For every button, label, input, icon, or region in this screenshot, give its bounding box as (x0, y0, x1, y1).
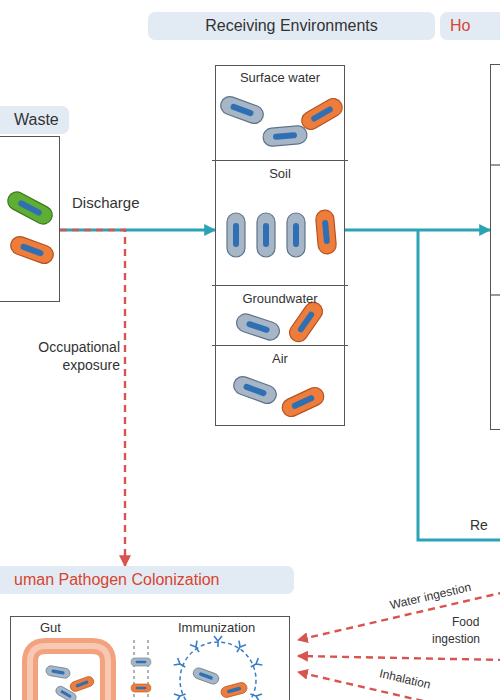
route-label: Food (452, 615, 479, 629)
section-label: Surface water (212, 65, 348, 86)
header-pill: Ho (440, 12, 500, 40)
header-text: uman Pathogen Colonization (14, 571, 219, 588)
section-label: Soil (212, 161, 348, 182)
route-label: Re (470, 517, 488, 533)
header-text: Ho (450, 17, 470, 34)
route-label: Water ingestion (388, 580, 472, 612)
source-panel: Waste (0, 106, 66, 302)
header-pill: Waste (0, 106, 69, 134)
organ-label: Gut (40, 620, 61, 635)
process-label: Immunization (178, 620, 255, 635)
flow-arrow (60, 230, 125, 566)
environment-section: Surface water (212, 65, 348, 160)
edge-label: Discharge (72, 194, 140, 211)
panel-frame (215, 65, 345, 426)
header-pill: uman Pathogen Colonization (0, 566, 294, 594)
route-label: ingestion (432, 632, 480, 646)
header-text: Waste (14, 111, 59, 128)
header-pill: Receiving Environments (148, 12, 435, 40)
route-label: Inhalation (378, 666, 432, 691)
section-label: Air (212, 346, 348, 367)
host-panel: Ho (440, 12, 500, 430)
environment-section: Air (212, 345, 348, 426)
section-label: Groundwater (212, 286, 348, 307)
flow-arrow (60, 229, 215, 232)
panel-frame (490, 64, 500, 430)
environment-section: Soil (212, 160, 348, 285)
edge-label: Occupational exposure (22, 338, 120, 374)
panel-frame (0, 136, 60, 302)
header-text: Receiving Environments (205, 17, 378, 34)
environment-panel: Receiving EnvironmentsSurface waterSoilG… (148, 12, 435, 426)
environment-section: Groundwater (212, 285, 348, 345)
